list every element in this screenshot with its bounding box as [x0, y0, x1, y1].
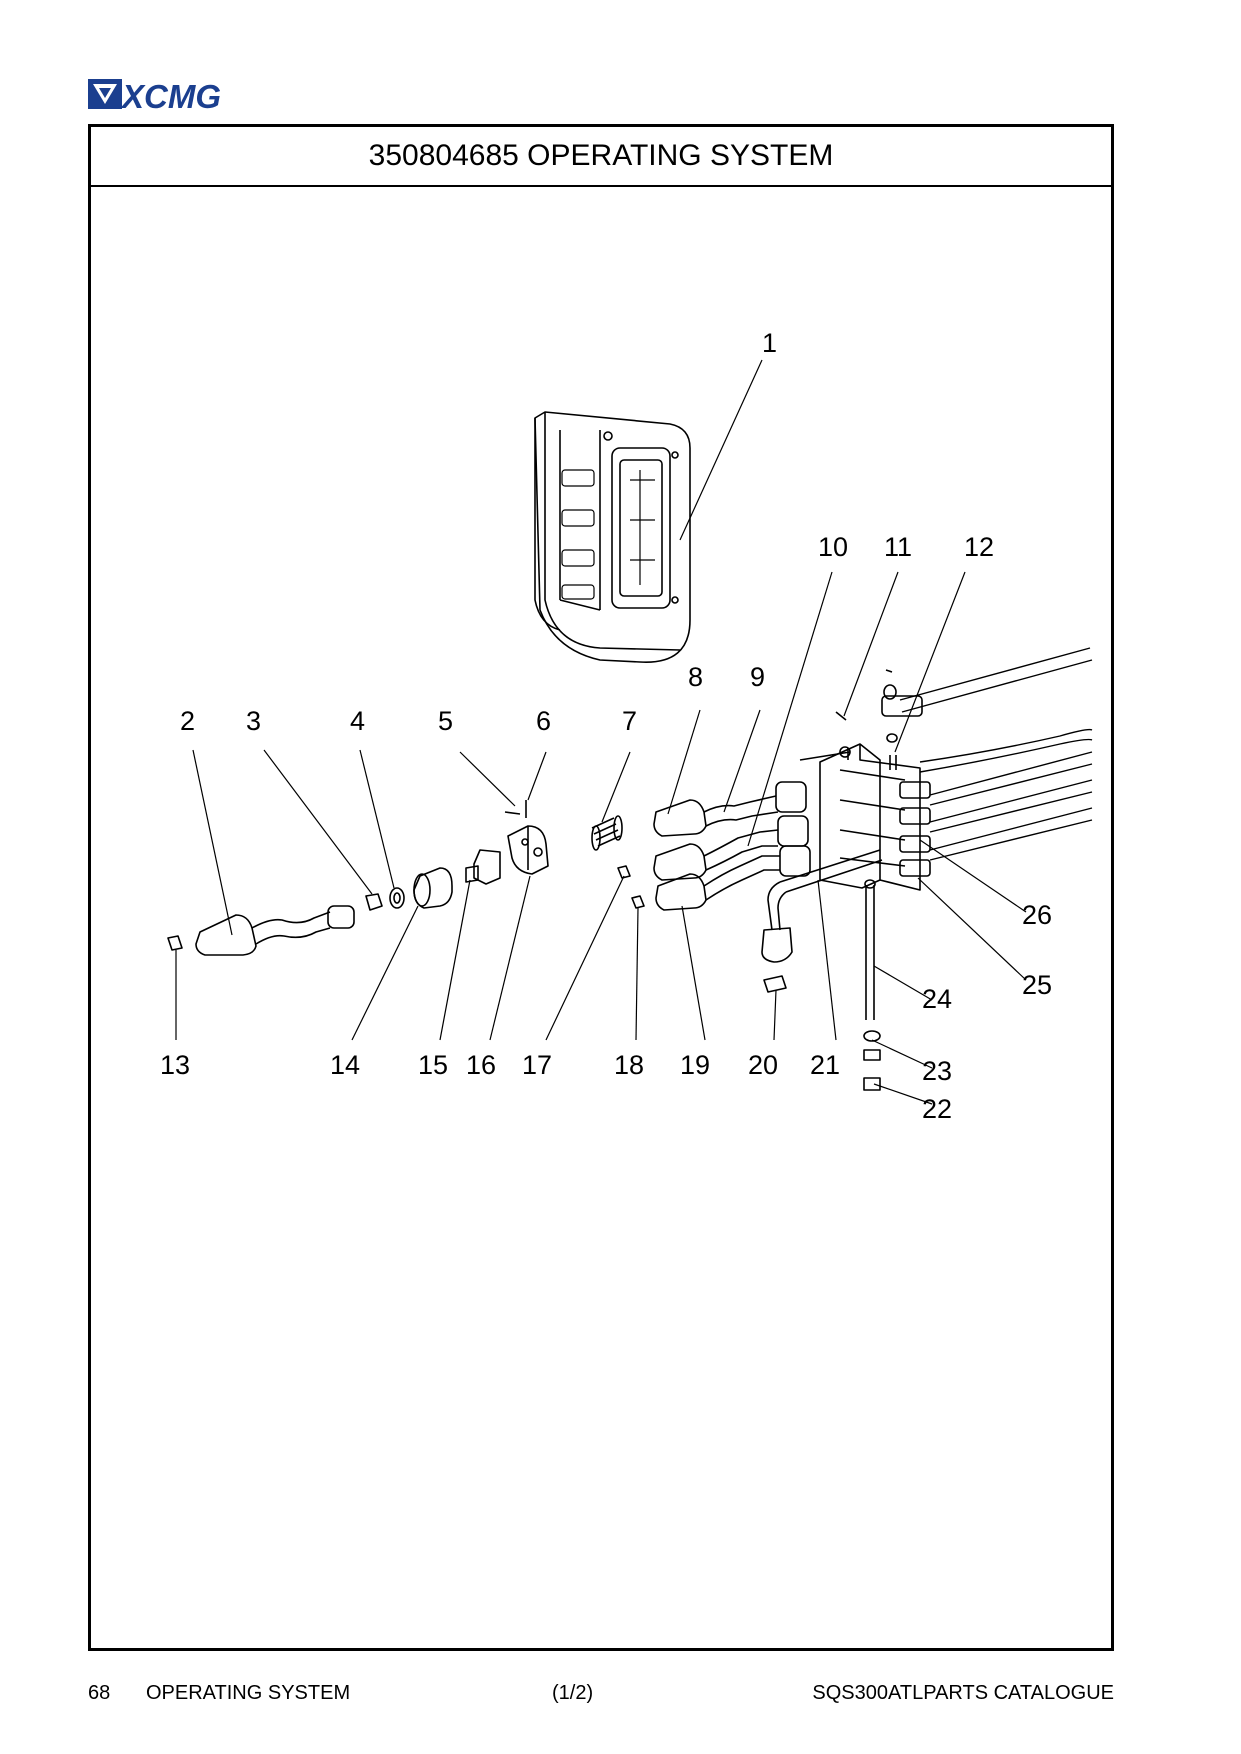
callout-7: 7 — [622, 706, 637, 736]
callout-4: 4 — [350, 706, 365, 736]
callout-14: 14 — [330, 1050, 360, 1080]
callout-22: 22 — [922, 1094, 952, 1124]
callout-20: 20 — [748, 1050, 778, 1080]
lever-handles — [653, 795, 780, 911]
footer-catalogue-name: SQS300ATLPARTS CATALOGUE — [812, 1682, 1114, 1704]
page-title: 350804685 OPERATING SYSTEM — [91, 127, 1111, 187]
callout-12: 12 — [964, 532, 994, 562]
drawing-frame: 350804685 OPERATING SYSTEM — [88, 124, 1114, 1651]
callout-16: 16 — [466, 1050, 496, 1080]
callout-17: 17 — [522, 1050, 552, 1080]
callout-23: 23 — [922, 1056, 952, 1086]
callout-3: 3 — [246, 706, 261, 736]
callout-13: 13 — [160, 1050, 190, 1080]
callout-25: 25 — [1022, 970, 1052, 1000]
callout-labels: 1 2 3 4 5 6 7 8 9 10 11 12 13 14 15 16 1… — [160, 328, 1052, 1124]
callout-15: 15 — [418, 1050, 448, 1080]
control-lever-left — [195, 905, 355, 956]
control-cables — [899, 647, 1093, 861]
callout-9: 9 — [750, 662, 765, 692]
valve-block — [799, 743, 921, 891]
footer-sheet-index: (1/2) — [552, 1682, 594, 1704]
callout-18: 18 — [614, 1050, 644, 1080]
page-number: 68 — [88, 1682, 111, 1704]
spring — [591, 815, 623, 851]
svg-text:XCMG: XCMG — [120, 78, 221, 112]
callout-11: 11 — [884, 532, 912, 562]
callout-5: 5 — [438, 706, 453, 736]
xcmg-logo: XCMG — [88, 78, 221, 112]
footer-section-name: OPERATING SYSTEM — [146, 1682, 351, 1704]
callout-10: 10 — [818, 532, 848, 562]
control-box-bracket — [534, 411, 691, 663]
callout-26: 26 — [1022, 900, 1052, 930]
callout-24: 24 — [922, 984, 952, 1014]
callout-2: 2 — [180, 706, 195, 736]
callout-1: 1 — [762, 328, 777, 358]
callout-8: 8 — [688, 662, 703, 692]
callout-6: 6 — [536, 706, 551, 736]
callout-19: 19 — [680, 1050, 710, 1080]
callout-21: 21 — [810, 1050, 840, 1080]
